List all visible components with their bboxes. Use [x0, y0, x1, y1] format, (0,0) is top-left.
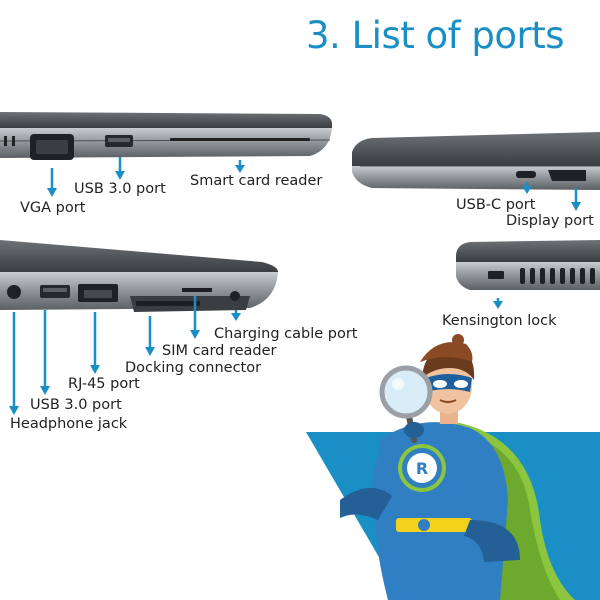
sim-slot	[182, 288, 212, 292]
arrows	[9, 157, 581, 415]
docking-connector	[136, 301, 200, 306]
label-usb30-bottom: USB 3.0 port	[30, 397, 122, 413]
label-usbc-port: USB-C port	[456, 197, 536, 213]
label-charging-cable-port: Charging cable port	[214, 326, 358, 342]
label-smart-card-reader: Smart card reader	[190, 173, 323, 189]
laptop-right-side-top	[352, 132, 600, 190]
kensington-slot	[488, 271, 504, 279]
label-rj45-port: RJ-45 port	[68, 376, 140, 392]
laptop-left-side-top	[0, 112, 332, 160]
vent-grille	[520, 268, 595, 284]
down-arrow-icon	[571, 188, 581, 211]
label-vga-port: VGA port	[20, 200, 86, 216]
svg-text:R: R	[416, 459, 428, 478]
down-arrow-icon	[522, 182, 532, 194]
label-usb30-top: USB 3.0 port	[74, 181, 166, 197]
recycling-superhero-mascot: R	[340, 334, 575, 600]
label-docking-connector: Docking connector	[125, 360, 262, 376]
down-arrow-icon	[47, 168, 57, 197]
belt	[396, 518, 472, 532]
down-arrow-icon	[9, 312, 19, 415]
label-sim-card-reader: SIM card reader	[162, 343, 277, 359]
down-arrow-icon	[115, 157, 125, 180]
hat	[420, 342, 473, 362]
page-title: 3. List of ports	[306, 14, 565, 57]
display-port	[548, 170, 586, 181]
laptop-right-side-bottom	[456, 240, 600, 290]
charging-port	[230, 291, 240, 301]
label-headphone-jack: Headphone jack	[10, 416, 128, 432]
usbc-port	[516, 171, 536, 178]
down-arrow-icon	[145, 316, 155, 356]
headphone-jack	[7, 285, 21, 299]
label-kensington-lock: Kensington lock	[442, 313, 557, 329]
down-arrow-icon	[231, 310, 241, 321]
smart-card-slot	[170, 138, 310, 141]
down-arrow-icon	[40, 310, 50, 395]
down-arrow-icon	[493, 298, 503, 309]
label-display-port: Display port	[506, 213, 594, 229]
down-arrow-icon	[190, 296, 200, 339]
laptop-left-side-bottom	[0, 240, 278, 312]
down-arrow-icon	[235, 160, 245, 173]
down-arrow-icon	[90, 312, 100, 374]
